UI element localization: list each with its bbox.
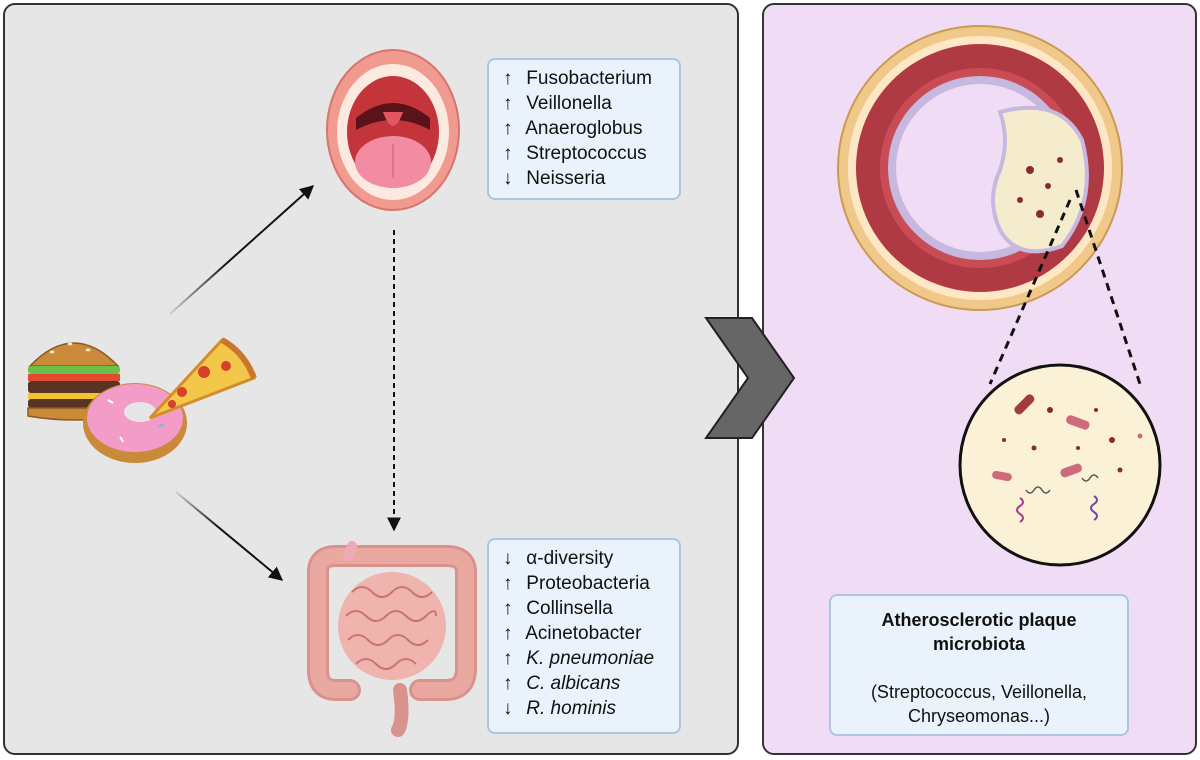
- burger-icon: [27, 342, 121, 421]
- oral-item: ↑ Fusobacterium: [503, 66, 665, 91]
- plaque-title-line: Atherosclerotic plaque: [881, 610, 1077, 630]
- arrow-diet-to-mouth: [169, 185, 315, 315]
- trend-arrow: ↓: [503, 168, 513, 189]
- intestine-icon: [307, 541, 477, 737]
- plaque-subtitle-line: (Streptococcus, Veillonella,: [870, 682, 1088, 702]
- trend-arrow: ↑: [503, 93, 513, 114]
- gut-item: ↑ Acinetobacter: [503, 621, 665, 646]
- taxon-name: Streptococcus: [526, 143, 647, 164]
- oral-item: ↑ Streptococcus: [503, 141, 665, 166]
- taxon-name: α-diversity: [526, 548, 614, 569]
- plaque-title: Atherosclerotic plaque microbiota: [831, 608, 1127, 656]
- trend-arrow: ↑: [503, 673, 513, 694]
- trend-arrow: ↓: [503, 548, 513, 569]
- oral-item: ↑ Veillonella: [503, 91, 665, 116]
- trend-arrow: ↑: [503, 573, 513, 594]
- trend-arrow: ↓: [503, 698, 513, 719]
- oral-microbiota-box: ↑ Fusobacterium ↑ Veillonella ↑ Anaerogl…: [487, 58, 681, 200]
- taxon-name: Neisseria: [526, 168, 606, 189]
- gut-item: ↓ α-diversity: [503, 546, 665, 571]
- trend-arrow: ↑: [503, 118, 513, 139]
- open-mouth-icon: [326, 49, 460, 211]
- arrow-diet-to-gut: [175, 491, 284, 581]
- artery-cross-section-icon: [837, 25, 1123, 311]
- trend-arrow: ↑: [503, 598, 513, 619]
- taxon-name: Acinetobacter: [525, 623, 642, 644]
- plaque-title-line: microbiota: [932, 634, 1025, 654]
- gut-item: ↓ R. hominis: [503, 696, 665, 721]
- zoom-line-right: [1074, 189, 1142, 385]
- taxon-name: K. pneumoniae: [526, 648, 655, 669]
- trend-arrow: ↑: [503, 648, 513, 669]
- trend-arrow: ↑: [503, 623, 513, 644]
- gut-microbiota-box: ↓ α-diversity ↑ Proteobacteria ↑ Collins…: [487, 538, 681, 734]
- plaque-microbiota-box: Atherosclerotic plaque microbiota (Strep…: [829, 594, 1129, 736]
- gut-item: ↑ Proteobacteria: [503, 571, 665, 596]
- oral-item: ↓ Neisseria: [503, 166, 665, 191]
- taxon-name: R. hominis: [526, 698, 617, 719]
- donut-icon: [83, 383, 187, 463]
- bacteria-magnified-icon: [958, 363, 1162, 567]
- gut-item: ↑ Collinsella: [503, 596, 665, 621]
- taxon-name: Veillonella: [526, 93, 612, 114]
- taxon-name: Fusobacterium: [526, 68, 652, 89]
- taxon-name: Proteobacteria: [526, 573, 650, 594]
- pizza-icon: [148, 337, 257, 420]
- plaque-subtitle: (Streptococcus, Veillonella, Chryseomona…: [831, 680, 1127, 728]
- chevron-right-icon: [704, 317, 796, 439]
- taxon-name: Collinsella: [526, 598, 613, 619]
- oral-item: ↑ Anaeroglobus: [503, 116, 665, 141]
- gut-item: ↑ K. pneumoniae: [503, 646, 665, 671]
- plaque-subtitle-line: Chryseomonas...): [907, 706, 1051, 726]
- taxon-name: C. albicans: [526, 673, 621, 694]
- trend-arrow: ↑: [503, 143, 513, 164]
- zoom-line-left: [988, 199, 1072, 385]
- trend-arrow: ↑: [503, 68, 513, 89]
- gut-item: ↑ C. albicans: [503, 671, 665, 696]
- taxon-name: Anaeroglobus: [525, 118, 643, 139]
